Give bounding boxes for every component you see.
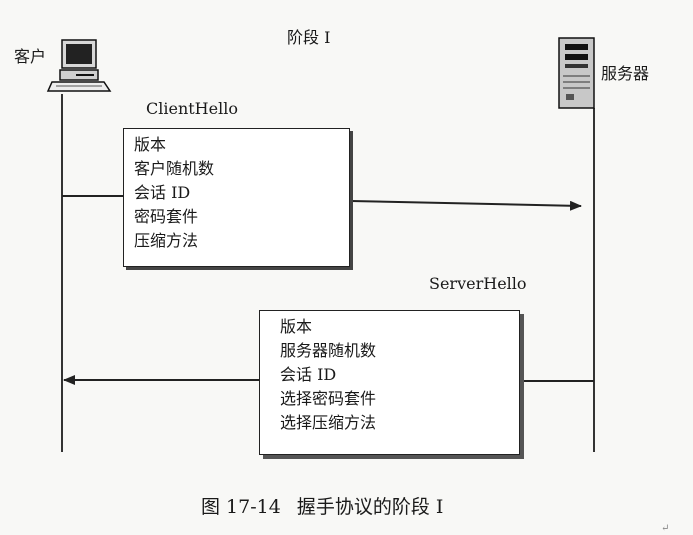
server-hello-field-server-random: 服务器随机数 <box>280 341 377 360</box>
client-hello-arrow <box>350 200 582 211</box>
server-hello-field-selected-cipher-suite: 选择密码套件 <box>280 389 377 408</box>
server-hello-title: ServerHello <box>429 274 527 293</box>
phase-title: 阶段 I <box>287 28 331 47</box>
desktop-computer-icon <box>46 39 112 92</box>
server-hello-field-session-id: 会话 ID <box>280 365 337 384</box>
server-hello-field-version: 版本 <box>280 317 313 336</box>
client-label: 客户 <box>14 47 47 66</box>
client-hello-field-cipher-suites: 密码套件 <box>134 207 199 226</box>
client-hello-field-version: 版本 <box>134 135 167 154</box>
server-hello-message-box: 版本 服务器随机数 会话 ID 选择密码套件 选择压缩方法 <box>259 310 520 455</box>
figure-caption-text: 握手协议的阶段 I <box>296 496 444 518</box>
client-hello-message-box: 版本 客户随机数 会话 ID 密码套件 压缩方法 <box>123 128 350 267</box>
client-hello-field-client-random: 客户随机数 <box>134 159 215 178</box>
figure-caption: 图 17-14 握手协议的阶段 I <box>201 492 443 519</box>
server-label: 服务器 <box>601 64 650 83</box>
client-hello-title: ClientHello <box>146 99 238 118</box>
client-hello-field-compression-methods: 压缩方法 <box>134 231 199 250</box>
server-tower-icon <box>558 37 595 109</box>
server-hello-field-selected-compression-method: 选择压缩方法 <box>280 413 377 432</box>
client-hello-field-session-id: 会话 ID <box>134 183 191 202</box>
figure-number: 图 17-14 <box>201 496 281 518</box>
paragraph-mark: ↵ <box>661 523 670 534</box>
